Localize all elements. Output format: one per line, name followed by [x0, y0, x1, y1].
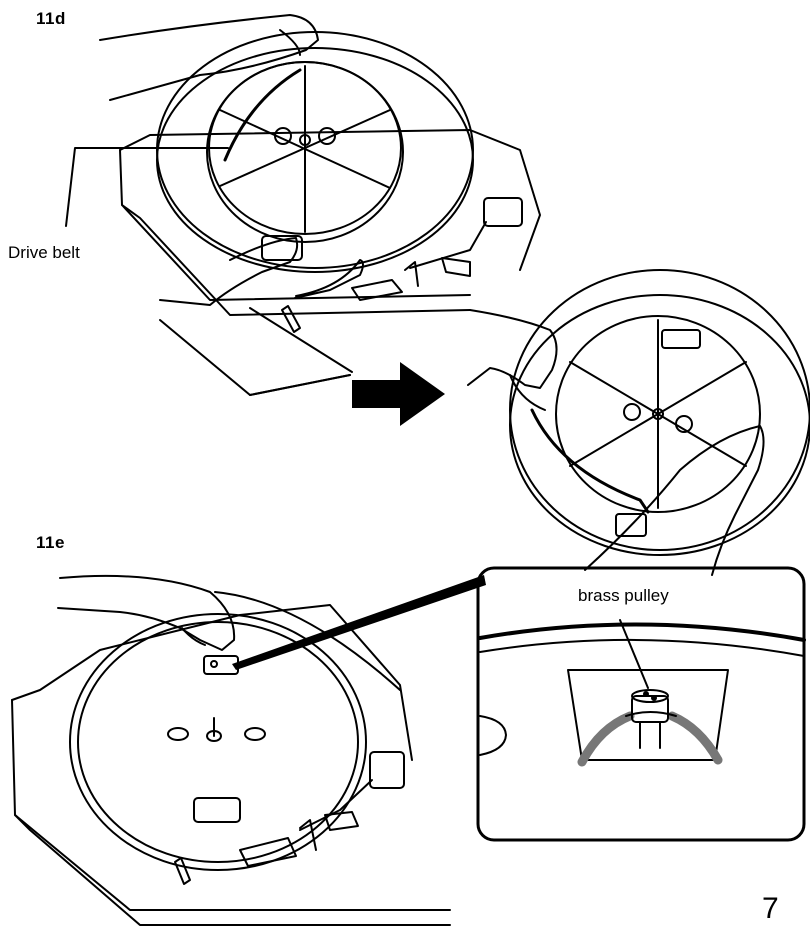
figure-label-11e: 11e: [36, 533, 65, 552]
brass-pulley-label: brass pulley: [578, 586, 669, 605]
inset-detail: [478, 619, 806, 767]
turntable-base-11d: [119, 129, 541, 396]
platter-11d: [156, 31, 474, 273]
hands-11d: [99, 14, 364, 306]
page-number: 7: [762, 892, 779, 925]
lever-11e: [174, 857, 191, 885]
inset-frame: [476, 566, 806, 842]
drive-belt-label: Drive belt: [8, 243, 80, 262]
hand-11e: [57, 574, 236, 651]
figure-label-11d: 11d: [36, 9, 66, 28]
lever-11d: [281, 305, 301, 333]
drive-belt-leader: [65, 147, 229, 227]
hands-right: [467, 309, 765, 576]
tonearm-11d: [351, 197, 523, 301]
platter-11e: [69, 613, 367, 871]
tonearm-11e: [239, 751, 405, 867]
platter-removed: [509, 269, 810, 556]
arrow-right-icon: [352, 362, 445, 426]
zoom-leader: [232, 575, 486, 670]
